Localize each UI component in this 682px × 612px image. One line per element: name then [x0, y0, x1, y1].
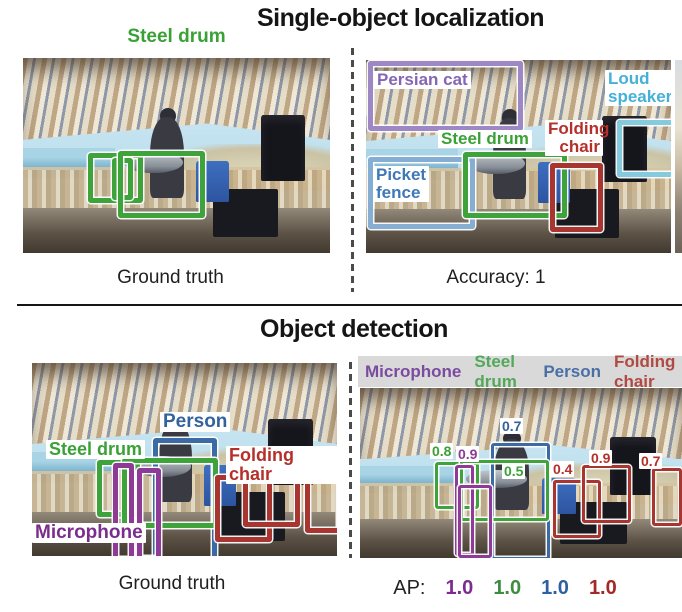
- label-loud-speaker: Loud speaker: [605, 70, 671, 106]
- caption-accuracy: Accuracy: 1: [446, 267, 546, 288]
- label-steel-drum: Steel drum: [438, 130, 532, 148]
- score-folding-chair-2: 0.9: [589, 450, 613, 467]
- divider-dashed-bottom: [349, 362, 352, 558]
- bbox-folding-chair: [550, 163, 603, 232]
- score-steel-drum-small: 0.8: [430, 443, 454, 460]
- bbox-steel-drum-main: [118, 151, 205, 218]
- ap-value: 1.0: [541, 577, 569, 599]
- section-title-detection: Object detection: [260, 315, 448, 343]
- photo-speaker-right: [602, 115, 647, 182]
- label-person: Person: [160, 412, 231, 432]
- bbox-persian-cat: [368, 61, 523, 131]
- bbox-microphone-2: [137, 468, 161, 556]
- label-steel-drum: Steel drum: [46, 440, 146, 459]
- ap-value: 1.0: [588, 577, 617, 599]
- bbox-microphone-2: [458, 485, 492, 558]
- section-divider-line: [17, 304, 682, 306]
- ap-value: 1.0: [493, 577, 522, 599]
- bbox-folding-chair-3: [652, 468, 682, 526]
- label-persian-cat: Persian cat: [374, 71, 471, 89]
- bbox-steel-drum: [463, 152, 567, 218]
- label-folding-chair: Folding chair: [226, 446, 337, 484]
- legend-entry: Steel drum: [474, 351, 517, 391]
- bbox-steel-drum-big: [460, 460, 549, 521]
- ap-value: 1.0: [445, 577, 474, 599]
- bbox-folding-chair-1: [553, 480, 601, 538]
- score-folding-chair-3: 0.7: [639, 453, 663, 470]
- label-microphone: Microphone: [32, 523, 146, 543]
- photo-speaker-right: [260, 114, 306, 181]
- label-folding-chair: Folding chair: [545, 120, 609, 156]
- bbox-microphone-1: [455, 465, 474, 556]
- bbox-loud-speaker: [617, 120, 671, 177]
- panel-localization-ground-truth: [23, 58, 330, 253]
- divider-dashed-top: [351, 48, 354, 292]
- bbox-microphone-1: [113, 463, 134, 556]
- bbox-folding-chair-2: [582, 465, 631, 523]
- score-folding-chair-1: 0.4: [551, 461, 575, 478]
- section-title-localization: Single-object localization: [257, 4, 545, 32]
- detector-legend-bar: Microphone Steel drum Person Folding chair: [358, 352, 682, 391]
- caption-ground-truth-top: Ground truth: [117, 267, 224, 288]
- score-steel-drum-big: 0.5: [502, 463, 526, 480]
- caption-ground-truth-bottom: Ground truth: [118, 573, 226, 594]
- label-picket-fence: Picket fence: [373, 166, 430, 202]
- gt-class-heading: Steel drum: [127, 26, 226, 47]
- legend-entry: Microphone: [365, 361, 462, 381]
- ap-results-row: AP: 1.0 1.0 1.0 1.0: [360, 577, 650, 600]
- legend-entry: Folding chair: [613, 351, 676, 391]
- score-person: 0.7: [500, 418, 524, 435]
- ap-label: AP:: [393, 577, 426, 599]
- bbox-picket-fence: [368, 157, 475, 229]
- bbox-steel-drum-outer: [88, 153, 143, 203]
- score-microphone: 0.9: [456, 446, 480, 463]
- next-panel-sliver: [675, 60, 682, 253]
- photo-deck-floor: [360, 518, 682, 558]
- photo-steel-drum: [466, 152, 525, 174]
- legend-entry: Person: [543, 361, 601, 381]
